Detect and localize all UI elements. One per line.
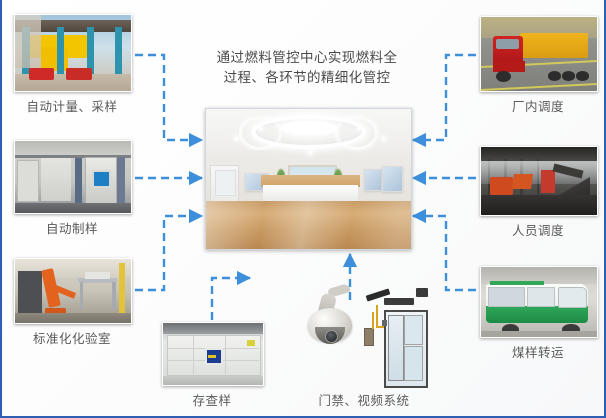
gantry-sampler-photo — [14, 14, 132, 92]
red-truck-with-trailer-photo — [480, 16, 598, 92]
node-auto-sample-prep[interactable]: 自动制样 — [14, 140, 132, 236]
label-auto-sample-prep: 自动制样 — [45, 221, 98, 236]
node-personnel-dispatch[interactable]: 人员调度 — [480, 146, 598, 238]
node-coal-sample-transfer[interactable]: 煤样转运 — [480, 266, 598, 360]
center-node — [205, 108, 412, 250]
coal-yard-dump-trucks-photo — [480, 146, 598, 216]
label-in-plant-dispatch: 厂内调度 — [511, 99, 564, 114]
node-standard-lab[interactable]: 标准化化验室 — [14, 258, 132, 346]
node-in-plant-dispatch[interactable]: 厂内调度 — [480, 16, 598, 114]
center-title-line-1: 通过燃料管控中心实现燃料全 — [216, 50, 398, 66]
auto-sample-preparation-room-photo — [14, 140, 132, 214]
connector-sample-archive — [210, 270, 252, 320]
connector-standard-lab — [135, 208, 204, 292]
node-access-video-system[interactable]: 门禁、视频系统 — [302, 282, 428, 408]
connector-coal-sample-transfer — [411, 208, 476, 292]
fuel-control-center-room-photo — [205, 108, 412, 250]
label-standard-lab: 标准化化验室 — [32, 331, 111, 346]
node-auto-metering-sampling[interactable]: 自动计量、采样 — [14, 14, 132, 114]
center-title: 通过燃料管控中心实现燃料全 过程、各环节的精细化管控 — [192, 48, 422, 88]
ptz-camera-and-access-door-photo — [302, 282, 428, 388]
ptz-dome-camera-icon — [304, 283, 358, 348]
label-sample-archive: 存查样 — [192, 393, 232, 408]
robot-arm-laboratory-photo — [14, 258, 132, 324]
center-title-line-2: 过程、各环节的精细化管控 — [223, 70, 391, 86]
label-personnel-dispatch: 人员调度 — [511, 223, 564, 238]
label-auto-metering-sampling: 自动计量、采样 — [26, 99, 118, 114]
green-electric-shuttle-photo — [480, 266, 598, 338]
label-access-video-system: 门禁、视频系统 — [318, 393, 410, 408]
connector-in-plant-dispatch — [411, 53, 476, 148]
sample-storage-cabinet-photo — [162, 322, 264, 386]
access-control-door-diagram — [360, 282, 428, 388]
node-sample-archive[interactable]: 存查样 — [162, 322, 264, 408]
label-coal-sample-transfer: 煤样转运 — [511, 345, 564, 360]
